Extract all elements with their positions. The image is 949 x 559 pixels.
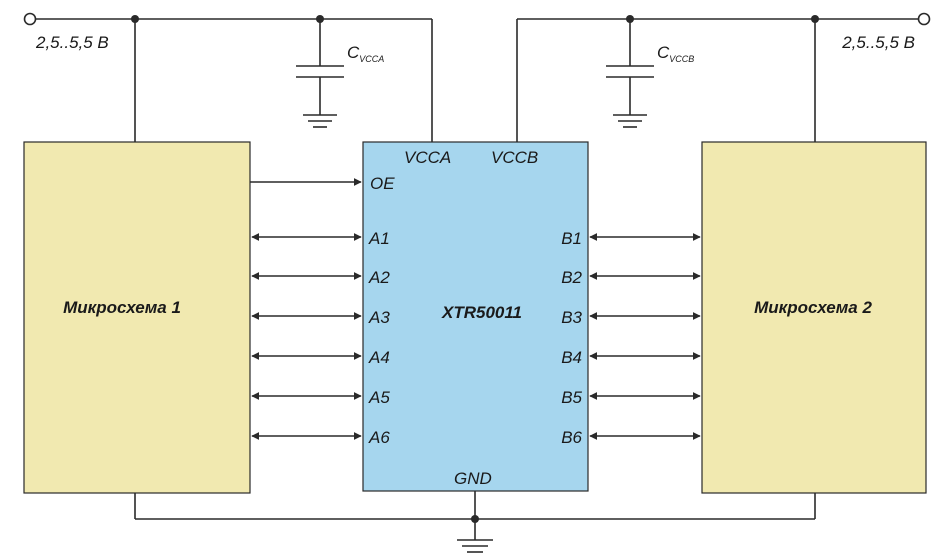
capacitor-vccb-label: CVCCB [657,43,694,64]
a-pin-label: A3 [368,308,390,327]
junction-dot [811,15,819,23]
vcca-pin-label: VCCA [404,148,451,167]
b-pin-label: B2 [561,268,582,287]
a-pin-label: A2 [368,268,390,287]
capacitor-vccb-symbol [606,19,654,128]
a-bus-arrows [251,233,362,440]
junction-dot [131,15,139,23]
chip-1-label: Микросхема 1 [63,298,181,317]
junction-dot [471,515,479,523]
supply-voltage-right: 2,5..5,5 В [841,33,915,52]
translator-block [362,141,589,492]
capacitor-vcca-main: C [347,43,360,62]
b-pin-label: B3 [561,308,582,327]
capacitor-vccb-sub: VCCB [669,54,694,64]
chip-2-label: Микросхема 2 [754,298,872,317]
a-pin-label: A5 [368,388,390,407]
a-pin-label: A1 [368,229,390,248]
supply-terminal-right [917,12,931,26]
oe-pin-label: OE [370,174,395,193]
capacitor-vccb-main: C [657,43,670,62]
gnd-pin-label: GND [454,469,492,488]
supply-voltage-left: 2,5..5,5 В [35,33,109,52]
b-pin-label: B6 [561,428,582,447]
b-pin-label: B4 [561,348,582,367]
ground-rail [134,491,816,553]
translator-label: XTR50011 [441,303,522,322]
capacitor-vcca-symbol [296,19,344,128]
b-pin-label: B5 [561,388,582,407]
a-pin-label: A4 [368,348,390,367]
chip-2-block [701,141,927,494]
capacitor-vcca-sub: VCCA [359,54,384,64]
b-bus-arrows [589,233,701,440]
chip-1-block [23,141,251,494]
a-pin-label: A6 [368,428,390,447]
supply-rail-left [23,12,433,143]
vccb-pin-label: VCCB [491,148,538,167]
supply-terminal-left [23,12,37,26]
capacitor-vcca-label: CVCCA [347,43,384,64]
b-pin-label: B1 [561,229,582,248]
